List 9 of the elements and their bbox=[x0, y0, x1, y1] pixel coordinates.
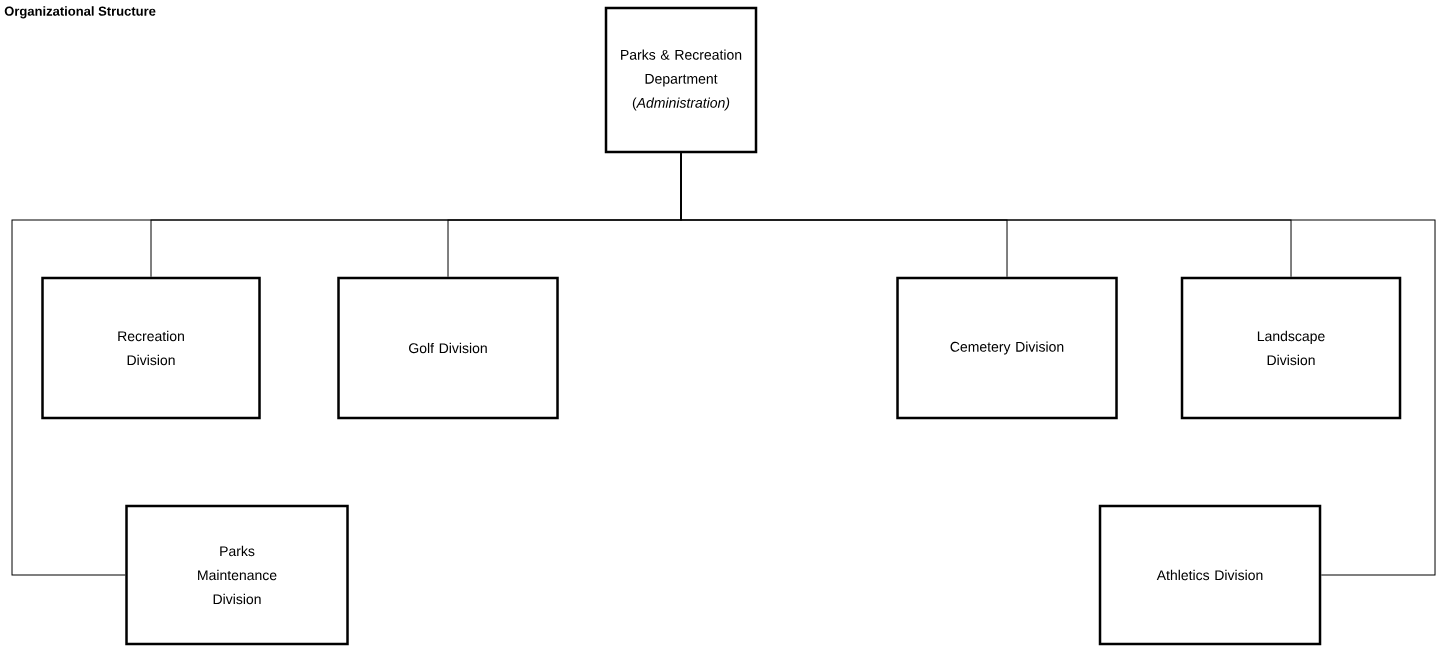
division-box: Cemetery Division bbox=[896, 276, 1118, 420]
division-box: Recreation Division bbox=[41, 276, 261, 420]
division-box: Golf Division bbox=[337, 276, 559, 420]
division-box: Athletics Division bbox=[1098, 504, 1322, 646]
division-box: Parks Maintenance Division bbox=[125, 504, 349, 646]
title: Organizational Structure bbox=[4, 6, 156, 19]
connector-line bbox=[680, 152, 1436, 576]
division-box: Parks & Recreation Department (Administration) bbox=[604, 6, 758, 154]
division-box: Landscape Division bbox=[1180, 276, 1402, 420]
